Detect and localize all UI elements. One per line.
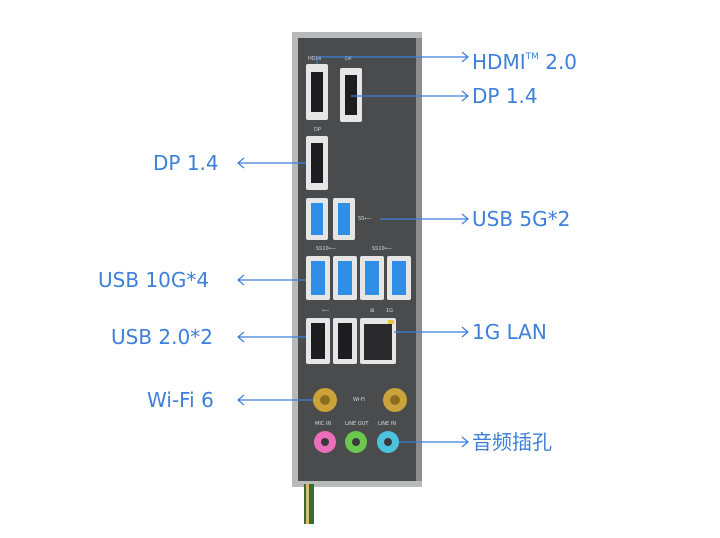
- lan-arrowhead: [461, 326, 469, 338]
- usb-10g-ports: SS10⟵ SS10⟵: [306, 246, 411, 300]
- dp-top-arrowhead: [461, 90, 469, 102]
- hdmi-port: HDMI: [306, 56, 328, 120]
- dp-port-top: DP: [340, 56, 362, 122]
- usb-10g-port-1-tongue: [311, 261, 325, 295]
- line-out-jack-hole: [352, 438, 360, 446]
- usb-20-ports: ⟵: [306, 308, 357, 364]
- usb-5g-ports: SS⟵: [306, 198, 372, 240]
- hdmi-arrowhead: [461, 51, 469, 63]
- lan-speed-label: 1G: [386, 308, 393, 314]
- dp-port-top-slot: [345, 75, 357, 115]
- audio-callout: 音频插孔: [472, 430, 552, 454]
- hdmi-callout-text: HDMI: [472, 50, 526, 74]
- usb-10g-right-label: SS10⟵: [372, 246, 392, 252]
- usb-20-callout: USB 2.0*2: [111, 325, 213, 349]
- usb-10g-left-label: SS10⟵: [316, 246, 336, 252]
- dp-top-callout: DP 1.4: [472, 84, 538, 108]
- line-in-jack-hole: [384, 438, 392, 446]
- usb-20-port-2-tongue: [338, 323, 352, 359]
- wifi-callout: Wi-Fi 6: [147, 388, 214, 412]
- wifi-antennas: Wi-Fi: [313, 388, 407, 412]
- usb-20-label: ⟵: [322, 308, 329, 314]
- io-shield-edge: [416, 38, 422, 481]
- usb-20-port-1-tongue: [311, 323, 325, 359]
- mic-in-jack-hole: [321, 438, 329, 446]
- line-in-label: LINE IN: [378, 421, 396, 427]
- usb-10g-port-2-tongue: [338, 261, 352, 295]
- usb-10g-arrowhead: [237, 274, 245, 286]
- usb-5g-port-1-tongue: [311, 203, 323, 235]
- dp-left-callout: DP 1.4: [153, 151, 219, 175]
- audio-jacks: MIC IN LINE OUT LINE IN: [314, 421, 399, 453]
- usb-10g-port-4-tongue: [392, 261, 406, 295]
- lan-led: [388, 320, 394, 324]
- lan-callout: 1G LAN: [472, 320, 547, 344]
- usb-5g-arrowhead: [461, 213, 469, 225]
- wifi-label: Wi-Fi: [353, 397, 365, 403]
- wifi-antenna-left-core: [320, 395, 330, 405]
- wifi-arrowhead: [237, 394, 245, 406]
- usb-20-arrowhead: [237, 331, 245, 343]
- usb-5g-callout: USB 5G*2: [472, 207, 571, 231]
- usb-5g-port-2-tongue: [338, 203, 350, 235]
- lan-port: ⊞ 1G: [360, 308, 396, 364]
- dp-port-top-label: DP: [345, 56, 352, 62]
- mic-in-label: MIC IN: [315, 421, 331, 427]
- callout-lines: [237, 51, 469, 448]
- pcb-trace: [306, 484, 309, 524]
- wifi-antenna-right-core: [390, 395, 400, 405]
- hdmi-trademark: TM: [525, 52, 539, 62]
- hdmi-callout-version: 2.0: [538, 50, 578, 74]
- line-out-label: LINE OUT: [345, 421, 369, 427]
- usb-10g-callout: USB 10G*4: [98, 268, 210, 292]
- lan-port-jack: [364, 324, 392, 360]
- usb-10g-port-3-tongue: [365, 261, 379, 295]
- hdmi-port-label: HDMI: [308, 56, 321, 62]
- lan-icon-label: ⊞: [370, 308, 374, 314]
- usb-5g-label: SS⟵: [358, 216, 372, 222]
- hdmi-leader: [316, 56, 468, 64]
- dp-port-mid: DP: [306, 127, 328, 190]
- audio-arrowhead: [461, 436, 469, 448]
- hdmi-port-slot: [311, 72, 323, 112]
- dp-port-mid-slot: [311, 143, 323, 183]
- hdmi-callout: HDMITM 2.0: [472, 45, 577, 74]
- dp-port-mid-label: DP: [314, 127, 321, 133]
- dp-left-arrowhead: [237, 157, 245, 169]
